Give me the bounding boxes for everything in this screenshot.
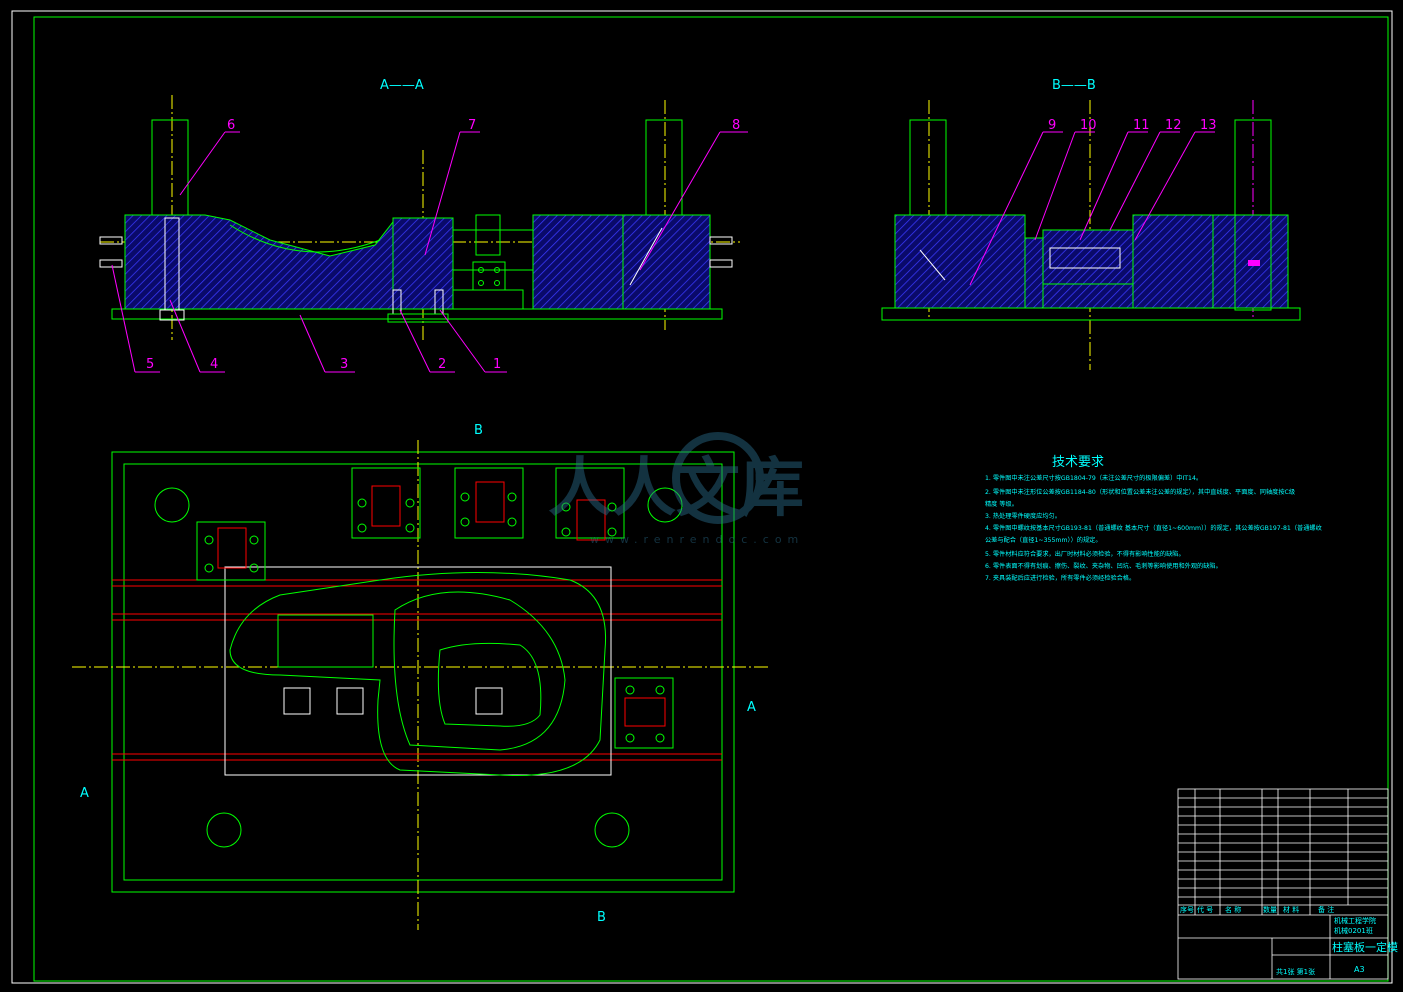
tb-col-name: 名 称 <box>1225 905 1241 914</box>
plan-mark-a-right: A <box>747 700 756 715</box>
tech-line-3: 精度 等级。 <box>985 500 1018 508</box>
tech-line-9: 7. 夹具装配后应进行检验，所有零件必须经检验合格。 <box>985 574 1135 582</box>
tb-school-1: 机械工程学院 <box>1334 916 1376 925</box>
tech-title: 技术要求 <box>1052 455 1104 470</box>
tb-col-code: 代 号 <box>1197 905 1213 914</box>
title-block <box>1177 788 1389 980</box>
tech-line-6: 公差与配合（直径1~355mm））的规定。 <box>985 536 1102 544</box>
watermark: 人人文库 www.renrendoc.com <box>548 432 804 546</box>
outer-frame <box>11 10 1393 984</box>
balloon-11: 11 <box>1133 118 1150 133</box>
tb-col-no: 序号 <box>1180 905 1194 914</box>
tech-line-2: 2. 零件图中未注形位公差按GB1184-80（形状和位置公差未注公差的规定），… <box>985 488 1295 496</box>
tech-line-7: 5. 零件材料应符合要求，出厂时材料必须检验，不得有影响性能的缺陷。 <box>985 550 1185 558</box>
plan-view: B B A A <box>72 423 770 930</box>
plan-mark-b-top: B <box>474 423 483 438</box>
balloon-10: 10 <box>1080 118 1097 133</box>
tech-line-5: 4. 零件图中螺纹按基本尺寸GB193-81（普通螺纹 基本尺寸（直径1~600… <box>985 524 1323 532</box>
tech-line-1: 1. 零件图中未注公差尺寸按GB1804-79（未注公差尺寸的极限偏差）中IT1… <box>985 474 1202 482</box>
watermark-text: 人人文库 <box>548 452 804 526</box>
section-bb-view: B——B 9 10 11 12 13 <box>881 78 1301 370</box>
plan-mark-a-left: A <box>80 786 89 801</box>
tb-school-2: 机械0201班 <box>1334 926 1373 935</box>
tb-drawing-name: 柱塞板一定模 <box>1332 940 1398 954</box>
inner-frame <box>33 16 1389 982</box>
balloon-3: 3 <box>340 357 348 372</box>
balloon-9: 9 <box>1048 118 1056 133</box>
tb-col-remark: 备 注 <box>1318 905 1334 914</box>
technical-requirements: 技术要求 1. 零件图中未注公差尺寸按GB1804-79（未注公差尺寸的极限偏差… <box>985 455 1323 582</box>
section-aa-label: A——A <box>380 78 424 93</box>
plan-mark-b-bottom: B <box>597 910 606 925</box>
balloon-8: 8 <box>732 118 740 133</box>
balloon-12: 12 <box>1165 118 1182 133</box>
balloon-6: 6 <box>227 118 235 133</box>
tb-scale: A3 <box>1354 965 1365 974</box>
tb-col-qty: 数量 <box>1263 905 1277 914</box>
tb-col-material: 材 料 <box>1283 905 1299 914</box>
balloon-5: 5 <box>146 357 154 372</box>
balloon-1: 1 <box>493 357 501 372</box>
balloon-13: 13 <box>1200 118 1217 133</box>
balloon-2: 2 <box>438 357 446 372</box>
balloon-7: 7 <box>468 118 476 133</box>
tech-line-4: 3. 热处理零件硬度应均匀。 <box>985 512 1061 520</box>
watermark-url: www.renrendoc.com <box>590 533 804 546</box>
section-aa-view: A——A <box>99 78 748 373</box>
section-bb-label: B——B <box>1052 78 1096 93</box>
tech-line-8: 6. 零件表面不得有划痕、擦伤、裂纹、夹杂物、凹坑、毛刺等影响使用和外观的缺陷。 <box>985 562 1222 570</box>
tb-sheet: 共1张 第1张 <box>1276 967 1315 976</box>
balloon-4: 4 <box>210 357 218 372</box>
